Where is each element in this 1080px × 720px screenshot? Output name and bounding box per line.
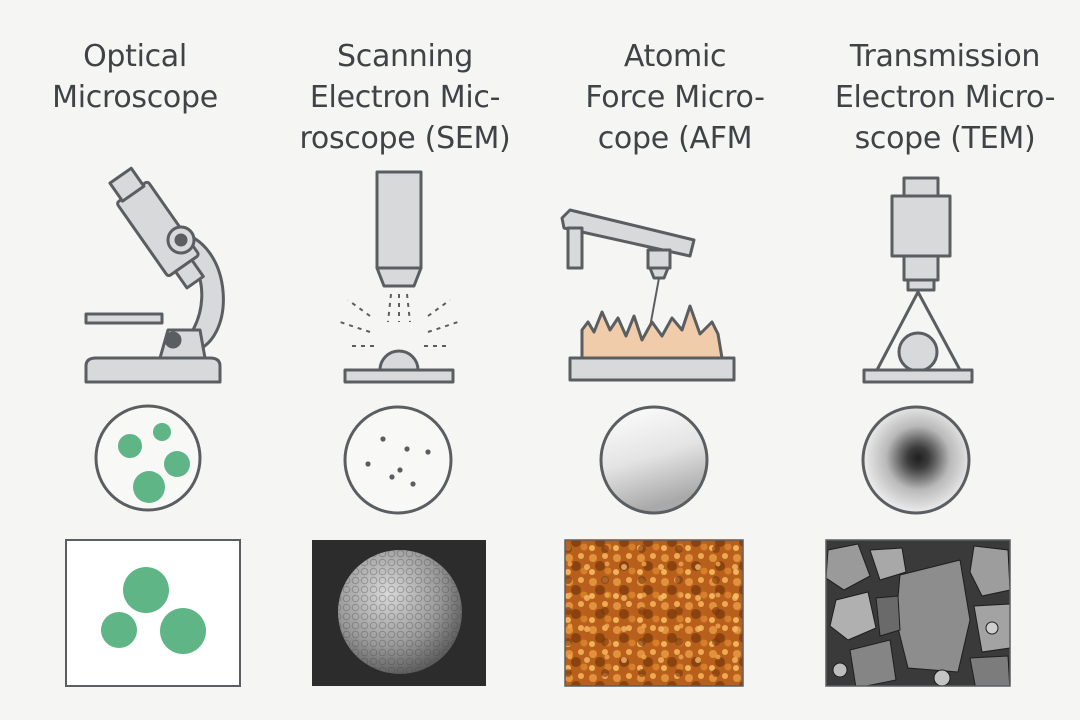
smooth-gradient-view-icon: [599, 405, 709, 515]
afm-column: Atomic Force Micro- cope (AFM: [540, 0, 810, 720]
green-cells-view-icon: [94, 404, 202, 512]
tem-column: Transmission Electron Micro- scope (TEM): [810, 0, 1080, 720]
sem-title-line: Electron Mic-: [309, 80, 501, 115]
electron-beam-column-icon: [339, 170, 459, 384]
tem-title-line: Electron Micro-: [834, 80, 1056, 115]
tem-column-icon: [862, 176, 974, 384]
scattered-dots-view-icon: [343, 405, 453, 515]
afm-cantilever-icon: [560, 208, 736, 382]
sem-title: Scanning Electron Mic- roscope (SEM): [270, 36, 540, 159]
optical-title: Optical Microscope: [0, 36, 270, 118]
optical-column: Optical Microscope: [0, 0, 270, 720]
afm-title-line: Force Micro-: [585, 80, 765, 115]
sem-title-line: Scanning: [337, 39, 473, 74]
afm-title: Atomic Force Micro- cope (AFM: [540, 36, 810, 159]
optical-title-line: Optical: [83, 39, 187, 74]
textured-sphere-sem-image: [312, 540, 486, 686]
grayscale-particles-tem-image: [825, 539, 1011, 687]
tem-title: Transmission Electron Micro- scope (TEM): [810, 36, 1080, 159]
dark-core-view-icon: [861, 405, 971, 515]
tem-title-line: Transmission: [849, 39, 1041, 74]
optical-microscope-icon: [84, 166, 225, 384]
green-cells-image: [65, 539, 241, 687]
afm-title-line: Atomic: [623, 39, 727, 74]
afm-topography-image: [564, 539, 744, 687]
sem-title-line: roscope (SEM): [299, 121, 511, 156]
tem-title-line: scope (TEM): [854, 121, 1036, 156]
optical-title-line: Microscope: [52, 80, 218, 115]
sem-column: Scanning Electron Mic- roscope (SEM): [270, 0, 540, 720]
afm-title-line: cope (AFM: [597, 121, 753, 156]
